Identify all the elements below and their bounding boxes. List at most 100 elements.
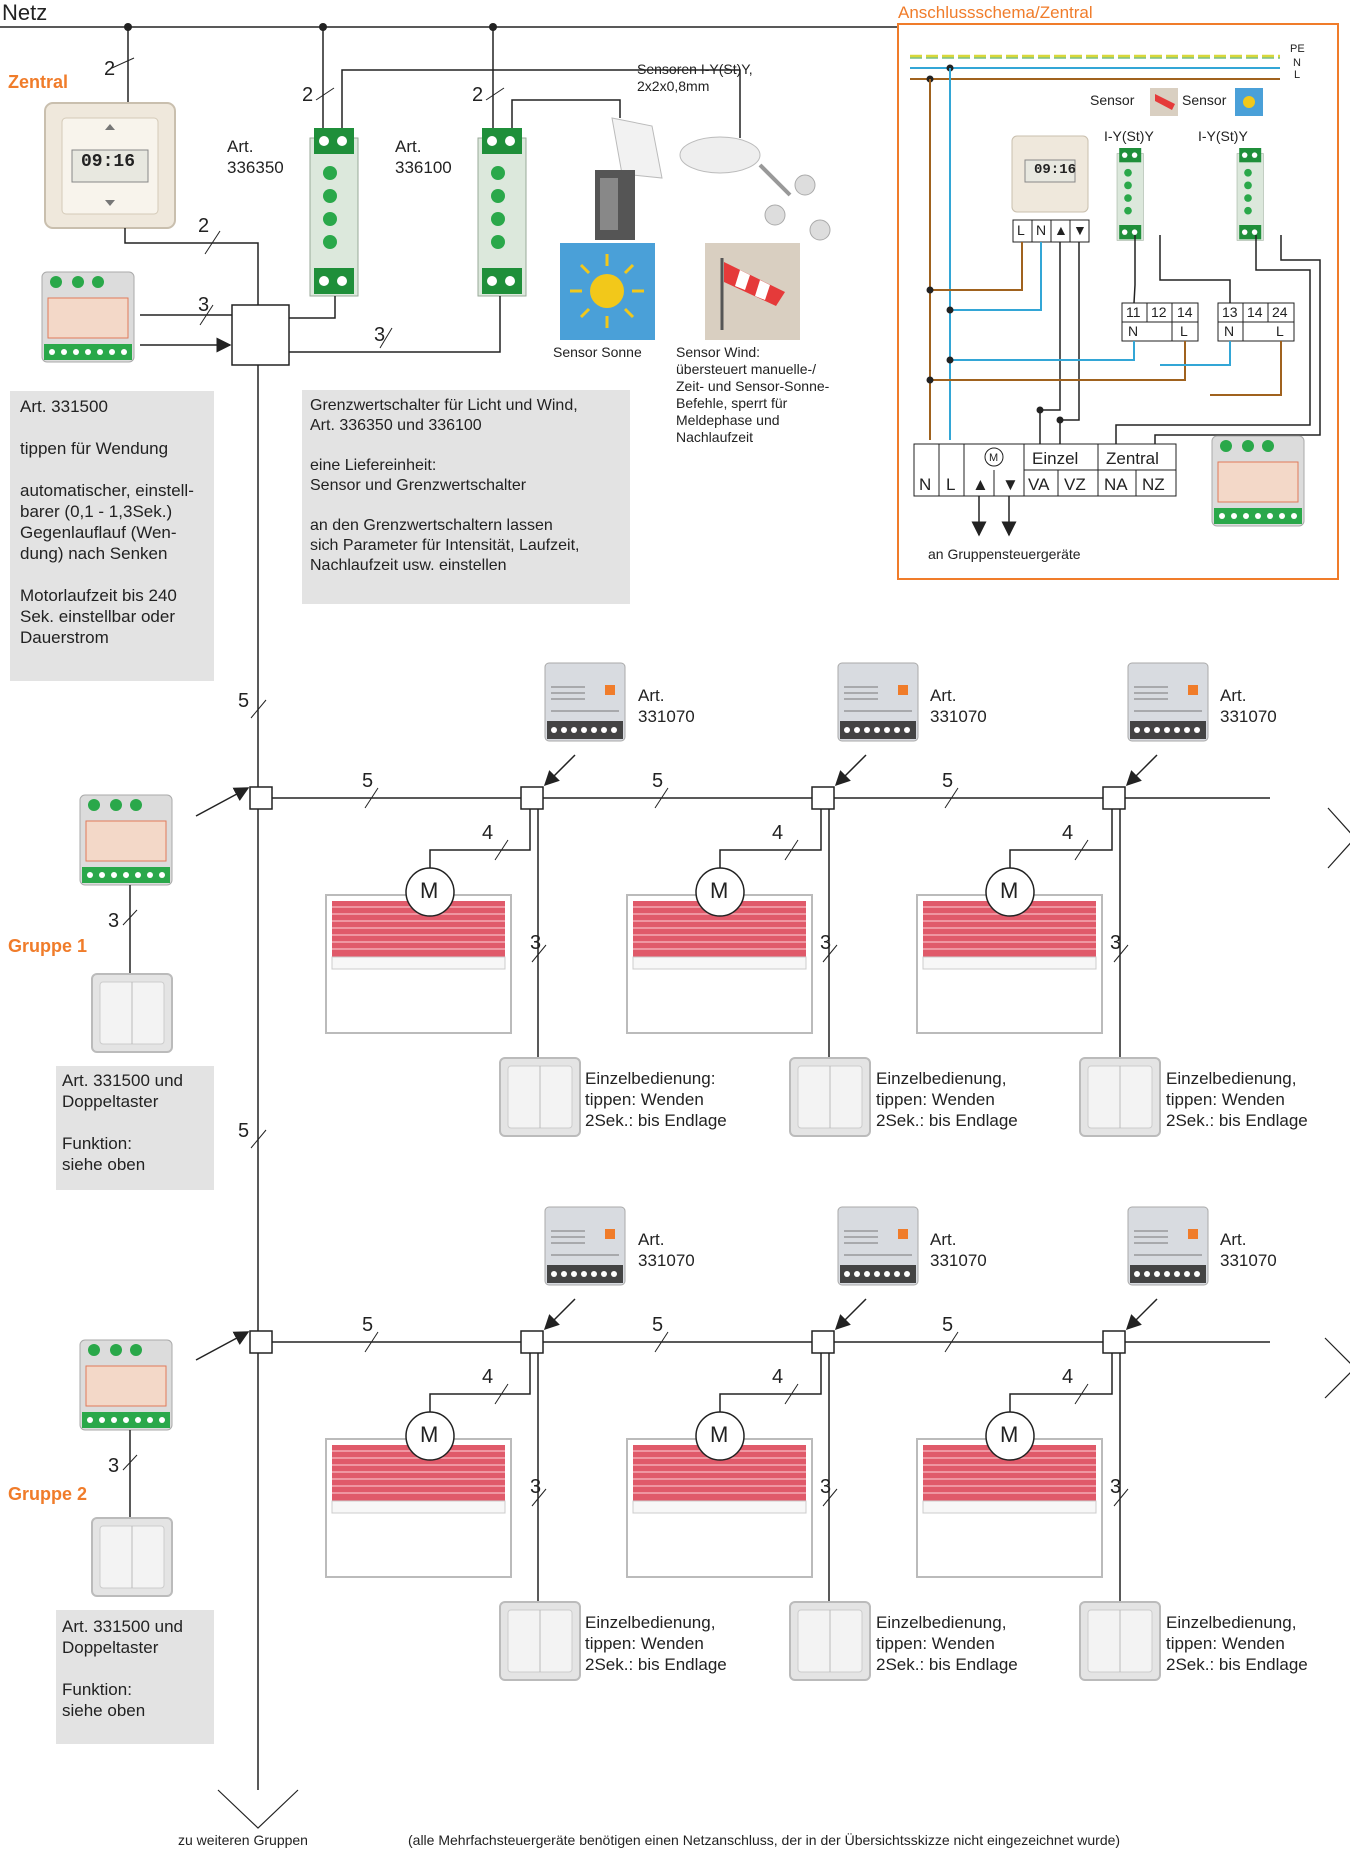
schema-term-n: N (919, 475, 932, 494)
info-grenz-box (302, 390, 630, 604)
motor-g1-b: M (710, 878, 729, 903)
count-336100: 2 (472, 84, 484, 106)
zentral-clock-device (44, 102, 176, 229)
count-bus-mid: 5 (238, 1120, 250, 1142)
count-g1-3b: 3 (820, 932, 832, 954)
sensor-cable-label: Sensoren I-Y(St)Y, 2x2x0,8mm (637, 61, 753, 94)
group-2-row (79, 1206, 1270, 1681)
schema-title: Anschlussschema/Zentral (898, 3, 1093, 22)
art-336350-label: Art. 336350 (227, 137, 284, 177)
schema-l: L (1294, 69, 1301, 81)
count-g2-4b: 4 (772, 1366, 784, 1388)
gruppe-1-label: Gruppe 1 (8, 936, 88, 956)
count-g2-5a: 5 (362, 1314, 374, 1336)
schema-term-nz: NZ (1142, 475, 1165, 494)
count-clock-box: 2 (198, 215, 210, 237)
count-g1-4b: 4 (772, 822, 784, 844)
schema-term-a-l: L (1180, 323, 1188, 339)
clock-display: 09:16 (81, 152, 136, 172)
count-g2-switch: 3 (108, 1455, 120, 1477)
info-grenz-text: Grenzwertschalter für Licht und Wind, Ar… (310, 397, 580, 574)
count-g2-3b: 3 (820, 1476, 832, 1498)
art-331070-g1-b: Art. 331070 (930, 686, 987, 726)
count-g1-5a: 5 (362, 770, 374, 792)
schema-pe: PE (1290, 43, 1305, 55)
count-g2-3c: 3 (1110, 1476, 1122, 1498)
footer-left: zu weiteren Gruppen (178, 1832, 308, 1848)
schema-term-l: L (946, 475, 956, 494)
group-2-info-box (56, 1610, 214, 1744)
schema-term-down: ▼ (1002, 475, 1019, 494)
count-g1-switch: 3 (108, 910, 120, 932)
schema-term-b-13: 13 (1222, 304, 1238, 320)
group-1-info-box (56, 1066, 214, 1190)
einzel-g2-b: Einzelbedienung, tippen: Wenden 2Sek.: b… (876, 1613, 1018, 1674)
schema-to-groups: an Gruppensteuergeräte (928, 546, 1081, 562)
art-336100-label: Art. 336100 (395, 137, 452, 177)
info-331500-text: Art. 331500 tippen für Wendung automatis… (20, 397, 194, 647)
zentral-label: Zentral (8, 72, 69, 92)
count-g1-3c: 3 (1110, 932, 1122, 954)
art-331070-g2-c: Art. 331070 (1220, 1230, 1277, 1270)
sensor-sonne-label: Sensor Sonne (553, 344, 642, 360)
einzel-g1-b: Einzelbedienung, tippen: Wenden 2Sek.: b… (876, 1069, 1018, 1130)
footer-right: (alle Mehrfachsteuergeräte benötigen ein… (408, 1832, 1121, 1848)
einzel-g1-c: Einzelbedienung, tippen: Wenden 2Sek.: b… (1166, 1069, 1308, 1130)
schema-sensor-sun: Sensor (1182, 92, 1227, 108)
sensor-wind-text: Sensor Wind: übersteuert manuelle-/ Zeit… (676, 344, 830, 445)
count-g1-5c: 5 (942, 770, 954, 792)
art-331070-g2-a: Art. 331070 (638, 1230, 695, 1270)
schema-term-a-12: 12 (1151, 304, 1167, 320)
schema-term-va: VA (1028, 475, 1050, 494)
count-g1-4c: 4 (1062, 822, 1074, 844)
art-331070-g1-a: Art. 331070 (638, 686, 695, 726)
netz-label: Netz (2, 0, 48, 25)
einzel-g1-a: Einzelbedienung: tippen: Wenden 2Sek.: b… (585, 1069, 727, 1130)
group-1-row (79, 662, 1270, 1137)
count-g2-4c: 4 (1062, 1366, 1074, 1388)
schema-term-up: ▲ (972, 475, 989, 494)
count-g1-3a: 3 (530, 932, 542, 954)
schema-term-a-n: N (1128, 323, 1139, 339)
schema-term-b-n: N (1224, 323, 1235, 339)
schema-term-clock-down: ▼ (1073, 222, 1087, 238)
grenzwertschalter-336100 (477, 127, 527, 297)
schema-term-a-14: 14 (1177, 304, 1193, 320)
schema-term-b-24: 24 (1272, 304, 1288, 320)
count-g2-3a: 3 (530, 1476, 542, 1498)
motor-g2-c: M (1000, 1422, 1019, 1447)
count-g2-4a: 4 (482, 1366, 494, 1388)
count-bus-top: 5 (238, 690, 250, 712)
motor-g1-c: M (1000, 878, 1019, 903)
gruppe-2-label: Gruppe 2 (8, 1484, 88, 1504)
count-g1-5b: 5 (652, 770, 664, 792)
sun-icon (560, 243, 655, 340)
art-331070-g2-b: Art. 331070 (930, 1230, 987, 1270)
schema-cable-a: I-Y(St)Y (1104, 128, 1154, 144)
wind-sensor-device (679, 136, 831, 241)
count-zentral: 2 (104, 58, 116, 80)
count-331500-box: 3 (198, 294, 210, 316)
anschlussschema-box (897, 23, 1339, 580)
art-331070-g1-c: Art. 331070 (1220, 686, 1277, 726)
schema-term-clock-up: ▲ (1054, 222, 1068, 238)
light-sensor-device (595, 117, 663, 240)
count-g2-5c: 5 (942, 1314, 954, 1336)
motor-g2-a: M (420, 1422, 439, 1447)
schema-clock-display: 09:16 (1034, 162, 1077, 178)
count-g1-4a: 4 (482, 822, 494, 844)
grenzwertschalter-336350 (309, 127, 359, 297)
schema-term-clock-n: N (1036, 222, 1047, 238)
count-grenz-box: 3 (374, 324, 386, 346)
schema-term-a-11: 11 (1126, 304, 1141, 320)
count-g2-5b: 5 (652, 1314, 664, 1336)
info-331500-box (10, 391, 214, 681)
central-junction-box (231, 304, 290, 366)
schema-term-einzel: Einzel (1032, 449, 1079, 468)
count-336350: 2 (302, 84, 314, 106)
schema-n: N (1293, 57, 1301, 69)
einzel-g2-c: Einzelbedienung, tippen: Wenden 2Sek.: b… (1166, 1613, 1308, 1674)
schema-term-na: NA (1104, 475, 1128, 494)
motor-g1-a: M (420, 878, 439, 903)
